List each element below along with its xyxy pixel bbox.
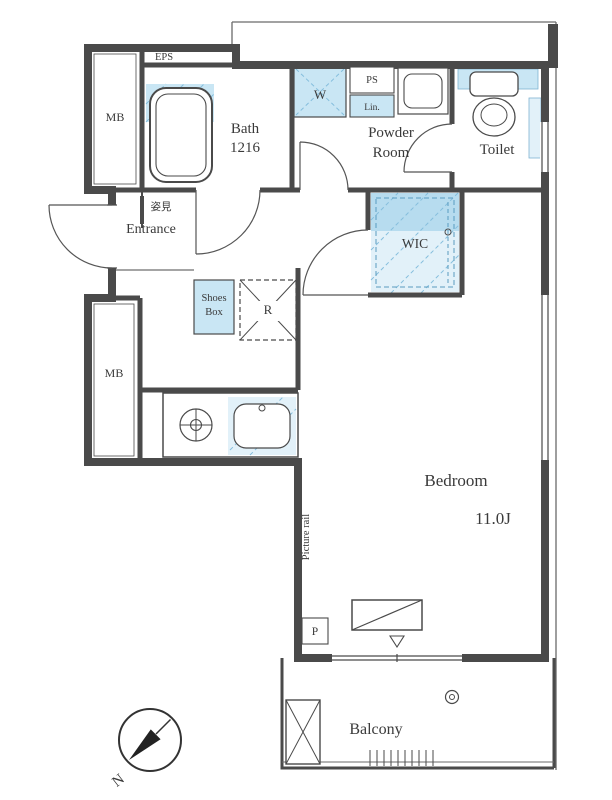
- toilet-cabinet: [528, 97, 542, 159]
- label-bedroom-name: Bedroom: [424, 471, 487, 490]
- interior-walls: [112, 48, 545, 462]
- door-arcs: [48, 123, 453, 296]
- room-labels: EPS MB Bath 1216 W PS Lin. Powder Room T…: [105, 52, 516, 738]
- entrance-door-opening: [107, 204, 117, 269]
- kitchen-counter: [162, 392, 299, 458]
- toilet-door-arc: [403, 123, 453, 173]
- label-mb-lower: MB: [105, 366, 124, 380]
- wic-upper-band: [371, 193, 459, 231]
- exterior-column: [548, 24, 558, 68]
- bedroom-window: [540, 295, 550, 460]
- wic-dashed-border: [375, 197, 455, 288]
- label-bedroom-size: 11.0J: [475, 509, 511, 528]
- mb-lower-door-lines: [93, 303, 135, 457]
- shoes-box: [193, 279, 235, 335]
- powder-door-arc: [299, 141, 349, 191]
- linen-shelf: [349, 94, 395, 118]
- label-pipe: P: [312, 626, 318, 638]
- mirror-icon: [140, 190, 144, 228]
- balcony-area: [280, 658, 556, 770]
- entrance-door-arc: [48, 204, 113, 269]
- label-entrance: Entrance: [126, 222, 176, 237]
- wic-door-arc: [302, 229, 369, 296]
- drain-grate-icon: [369, 750, 434, 766]
- label-linen: Lin.: [364, 103, 380, 113]
- stove-burner-icon: [179, 408, 213, 442]
- compass-tail-line: [155, 718, 172, 735]
- evacuation-hatch-icon: [285, 699, 321, 765]
- label-shoes-line2: Box: [205, 307, 223, 318]
- drain-icon: [444, 689, 460, 705]
- unit-exterior-walls: [84, 44, 549, 662]
- mb-upper-door-lines: [93, 53, 137, 185]
- bathtub-icon: [149, 87, 213, 183]
- label-bath-name: Bath: [231, 121, 260, 137]
- label-eps: EPS: [155, 52, 173, 63]
- label-picture-rail: Picture rail: [301, 514, 312, 560]
- label-shoes-line1: Shoes: [201, 293, 226, 304]
- kitchen-sink-icon: [233, 403, 291, 449]
- label-fridge: R: [264, 302, 273, 317]
- label-washer: W: [314, 87, 327, 102]
- label-toilet: Toilet: [480, 142, 516, 158]
- compass: N: [109, 708, 182, 790]
- label-mirror: 姿見: [151, 200, 172, 213]
- label-powder-line2: Room: [373, 145, 410, 161]
- bath-door-arc: [195, 189, 261, 255]
- label-balcony: Balcony: [349, 721, 402, 738]
- north-label: N: [109, 771, 128, 790]
- refrigerator-space: [239, 279, 297, 341]
- north-arrow-icon: [129, 729, 161, 760]
- label-bath-size: 1216: [230, 140, 261, 156]
- balcony-sliding-door: [332, 653, 462, 663]
- pipe-space-box: [301, 617, 329, 645]
- ps-shaft: [349, 66, 395, 94]
- vanity-sink-icon: [397, 67, 449, 115]
- marker-triangle-icon: [388, 635, 406, 649]
- toilet-icon: [469, 71, 519, 137]
- label-mb-upper: MB: [106, 110, 125, 124]
- label-wic: WIC: [402, 236, 428, 251]
- label-ps: PS: [366, 75, 378, 86]
- building-outline: [231, 21, 558, 770]
- diagonal-panel-icon: [351, 599, 423, 631]
- label-powder-line1: Powder: [368, 125, 414, 141]
- wic-pipe-end-icon: [444, 228, 452, 236]
- toilet-window: [540, 122, 550, 172]
